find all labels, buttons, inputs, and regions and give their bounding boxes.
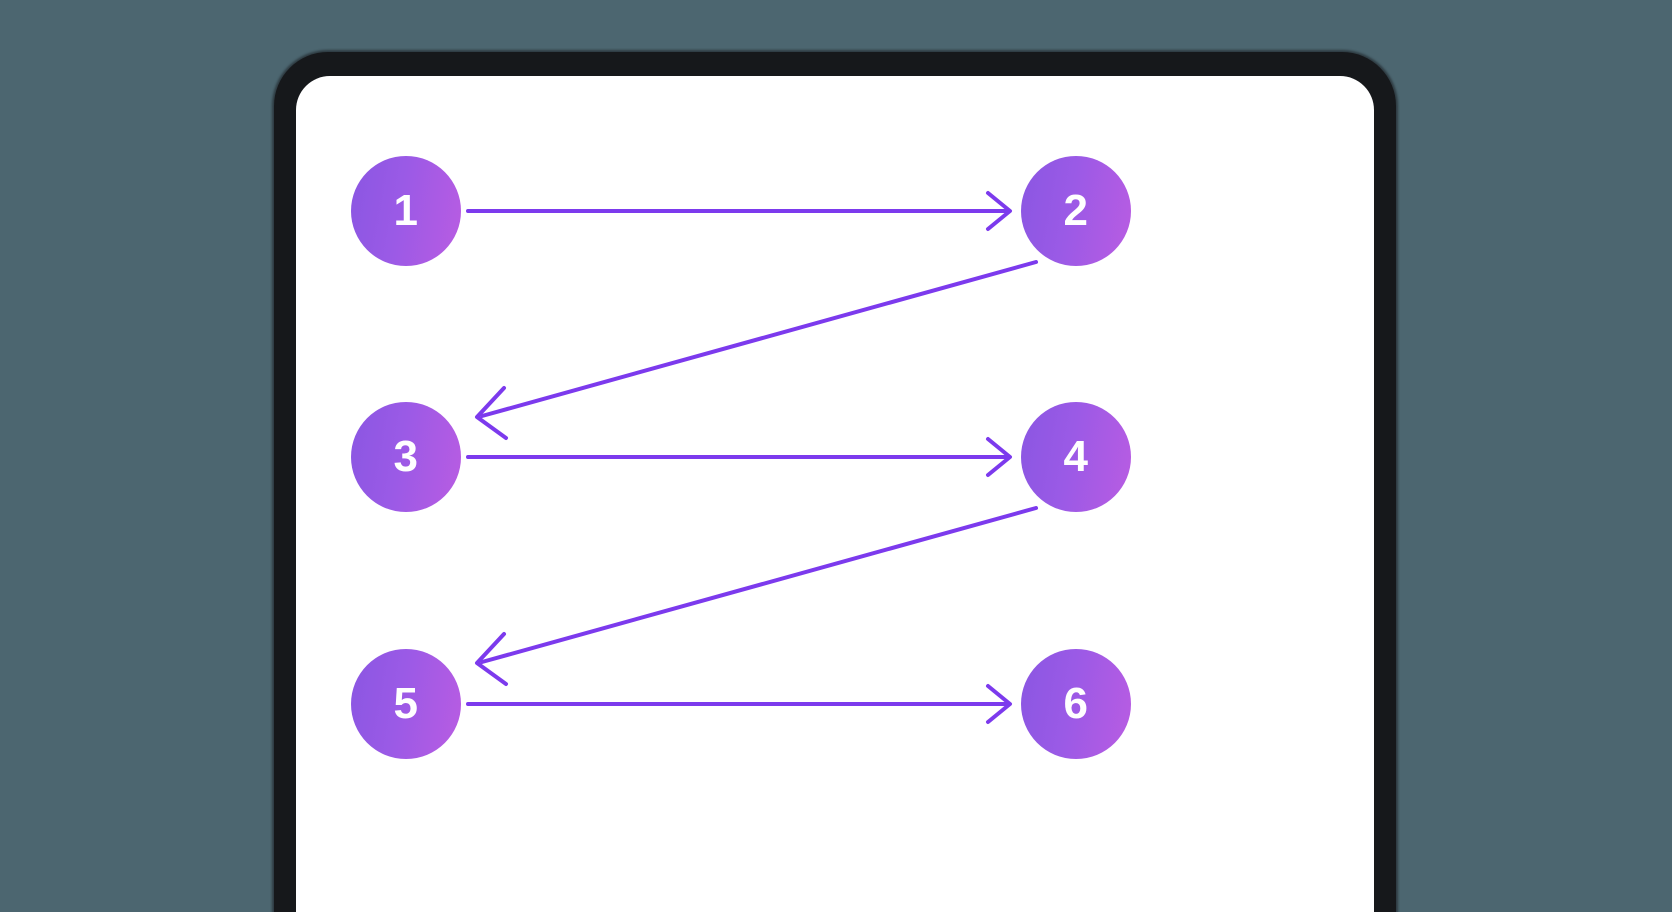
graph-node-label: 3 [393,432,419,481]
edge-2-to-3[interactable] [475,260,1038,440]
graph-node-2[interactable]: 2 [1021,156,1131,266]
device-screen: 1 2 3 4 5 6 [296,76,1374,912]
graph-diagram: 1 2 3 4 5 6 [296,76,1374,912]
graph-node-label: 6 [1063,679,1089,728]
graph-node-5[interactable]: 5 [351,649,461,759]
graph-node-3[interactable]: 3 [351,402,461,512]
graph-node-1[interactable]: 1 [351,156,461,266]
edge-4-to-5[interactable] [475,506,1038,686]
graph-node-label: 5 [393,679,419,728]
graph-node-label: 1 [393,186,419,235]
edge-5-to-6[interactable] [466,684,1012,724]
graph-node-4[interactable]: 4 [1021,402,1131,512]
graph-node-6[interactable]: 6 [1021,649,1131,759]
graph-node-label: 4 [1063,432,1089,481]
graph-node-label: 2 [1063,186,1089,235]
edge-3-to-4[interactable] [466,437,1012,477]
edge-1-to-2[interactable] [466,191,1012,231]
